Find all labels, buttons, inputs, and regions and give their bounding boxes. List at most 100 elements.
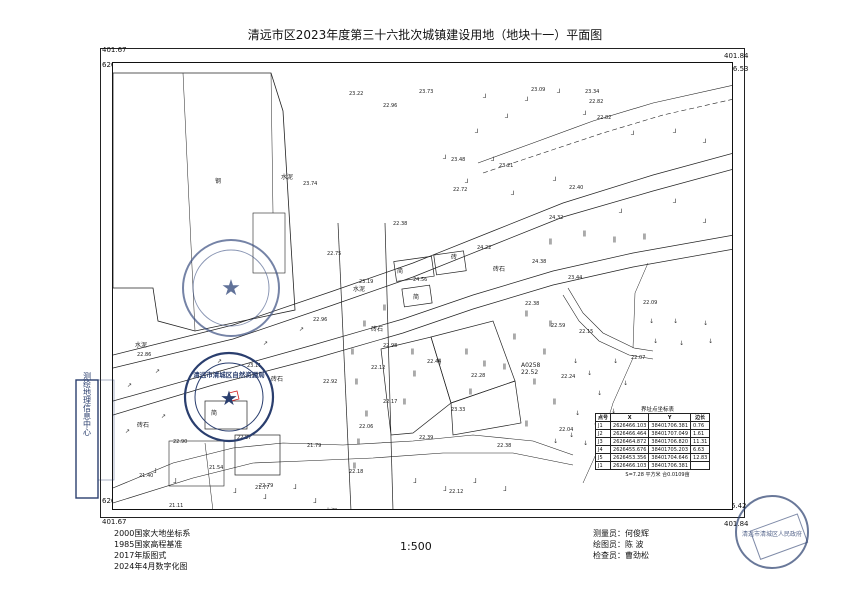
- svg-text:清远市清城区人民政府: 清远市清城区人民政府: [742, 530, 802, 538]
- svg-text:ǁ: ǁ: [553, 398, 556, 405]
- svg-text:22.96: 22.96: [313, 317, 327, 323]
- svg-text:21.11: 21.11: [169, 503, 183, 509]
- svg-text:22.44: 22.44: [427, 359, 441, 365]
- map-reference-info: 2000国家大地坐标系 1985国家高程基准 2017年版图式 2024年4月数…: [114, 528, 190, 572]
- svg-text:⅃: ⅃: [619, 208, 622, 215]
- stamp-center-top: ★: [182, 239, 280, 337]
- svg-text:23.48: 23.48: [451, 157, 465, 163]
- svg-text:ǁ: ǁ: [483, 360, 486, 367]
- svg-text:↗: ↗: [263, 340, 268, 347]
- svg-text:↗: ↗: [125, 428, 130, 435]
- house-4: [204, 400, 248, 430]
- svg-text:ᒧ: ᒧ: [313, 498, 317, 505]
- corner-tr-y: 626.53: [724, 65, 749, 73]
- table-header: Y: [648, 413, 692, 422]
- svg-text:24.32: 24.32: [549, 215, 563, 221]
- map-title: 清远市区2023年度第三十六批次城镇建设用地（地块十一）平面图: [247, 28, 603, 42]
- svg-text:砖: 砖: [451, 253, 457, 261]
- svg-text:砖石: 砖石: [271, 375, 283, 383]
- svg-text:23.09: 23.09: [531, 87, 545, 93]
- svg-text:↓: ↓: [553, 438, 558, 445]
- svg-text:↓: ↓: [623, 380, 628, 387]
- svg-text:ǁ: ǁ: [365, 410, 368, 417]
- svg-text:23.33: 23.33: [451, 407, 465, 413]
- svg-text:22.82: 22.82: [589, 99, 603, 105]
- svg-text:22.17: 22.17: [383, 399, 397, 405]
- svg-text:砖石: 砖石: [371, 325, 383, 333]
- area-note: S=7.28 平方米 合0.0109亩: [625, 472, 690, 478]
- svg-text:ǁ: ǁ: [465, 348, 468, 355]
- surveyor: 测量员：何俊辉: [593, 529, 649, 538]
- svg-text:ǁ: ǁ: [438, 358, 441, 365]
- svg-text:↓: ↓: [708, 338, 713, 345]
- svg-text:22.72: 22.72: [453, 187, 467, 193]
- svg-text:⅃: ⅃: [673, 128, 676, 135]
- svg-text:↓: ↓: [679, 340, 684, 347]
- svg-text:22.12: 22.12: [371, 365, 385, 371]
- svg-text:简: 简: [211, 409, 217, 417]
- svg-text:ᒧ: ᒧ: [233, 488, 237, 495]
- svg-text:22.09: 22.09: [643, 300, 657, 306]
- svg-text:ᒧ: ᒧ: [173, 478, 177, 485]
- house-2: [433, 250, 467, 276]
- svg-text:22.28: 22.28: [471, 373, 485, 379]
- svg-text:简: 简: [397, 267, 403, 275]
- svg-text:↓: ↓: [649, 318, 654, 325]
- svg-text:22.79: 22.79: [259, 483, 273, 489]
- svg-text:ǁ: ǁ: [411, 348, 414, 355]
- svg-text:22.75: 22.75: [327, 251, 341, 257]
- svg-text:23.74: 23.74: [303, 181, 317, 187]
- svg-text:21.40: 21.40: [139, 473, 153, 479]
- svg-text:24.22: 24.22: [477, 245, 491, 251]
- svg-text:ǁ: ǁ: [583, 230, 586, 237]
- svg-text:22.12: 22.12: [449, 489, 463, 495]
- svg-text:↓: ↓: [673, 318, 678, 325]
- svg-text:ǁ: ǁ: [543, 348, 546, 355]
- svg-text:21.77: 21.77: [255, 485, 269, 491]
- svg-text:★: ★: [220, 386, 238, 410]
- svg-text:21.54: 21.54: [209, 465, 223, 471]
- svg-text:22.59: 22.59: [551, 323, 565, 329]
- parcel-elevation: 22.52: [521, 369, 538, 376]
- svg-text:砖石: 砖石: [137, 421, 149, 429]
- svg-text:22.40: 22.40: [569, 185, 583, 191]
- svg-text:⅃: ⅃: [557, 88, 560, 95]
- svg-text:ǁ: ǁ: [503, 363, 506, 370]
- svg-text:22.07: 22.07: [631, 355, 645, 361]
- svg-text:22.18: 22.18: [349, 469, 363, 475]
- svg-text:ᒧ: ᒧ: [263, 494, 267, 501]
- corner-bl-x: 401.67: [102, 518, 127, 526]
- svg-text:22.24: 22.24: [561, 374, 575, 380]
- svg-text:22.82: 22.82: [597, 115, 611, 121]
- svg-text:23.34: 23.34: [585, 89, 599, 95]
- stamp-right: 清远市清城区人民政府: [735, 495, 809, 569]
- coordinate-system: 2000国家大地坐标系: [114, 529, 191, 538]
- corner-br-y: 626.42: [722, 502, 747, 510]
- svg-text:ǁ: ǁ: [469, 388, 472, 395]
- parcel-boundary-marker: [228, 390, 240, 402]
- svg-text:ᒧ: ᒧ: [503, 486, 507, 493]
- svg-text:ǁ: ǁ: [363, 320, 366, 327]
- svg-text:23.44: 23.44: [568, 275, 582, 281]
- corner-tr-x: 401.84: [724, 52, 749, 60]
- svg-text:22.38: 22.38: [525, 301, 539, 307]
- svg-text:ǁ: ǁ: [643, 233, 646, 240]
- svg-text:⅃: ⅃: [475, 128, 478, 135]
- svg-text:ǁ: ǁ: [525, 420, 528, 427]
- svg-text:24.38: 24.38: [532, 259, 546, 265]
- svg-text:↗: ↗: [155, 368, 160, 375]
- svg-text:ǁ: ǁ: [413, 370, 416, 377]
- svg-text:水泥: 水泥: [135, 341, 147, 349]
- svg-text:22.38: 22.38: [393, 221, 407, 227]
- svg-text:ǁ: ǁ: [549, 238, 552, 245]
- svg-text:ǁ: ǁ: [613, 236, 616, 243]
- svg-text:ᒧ: ᒧ: [473, 478, 477, 485]
